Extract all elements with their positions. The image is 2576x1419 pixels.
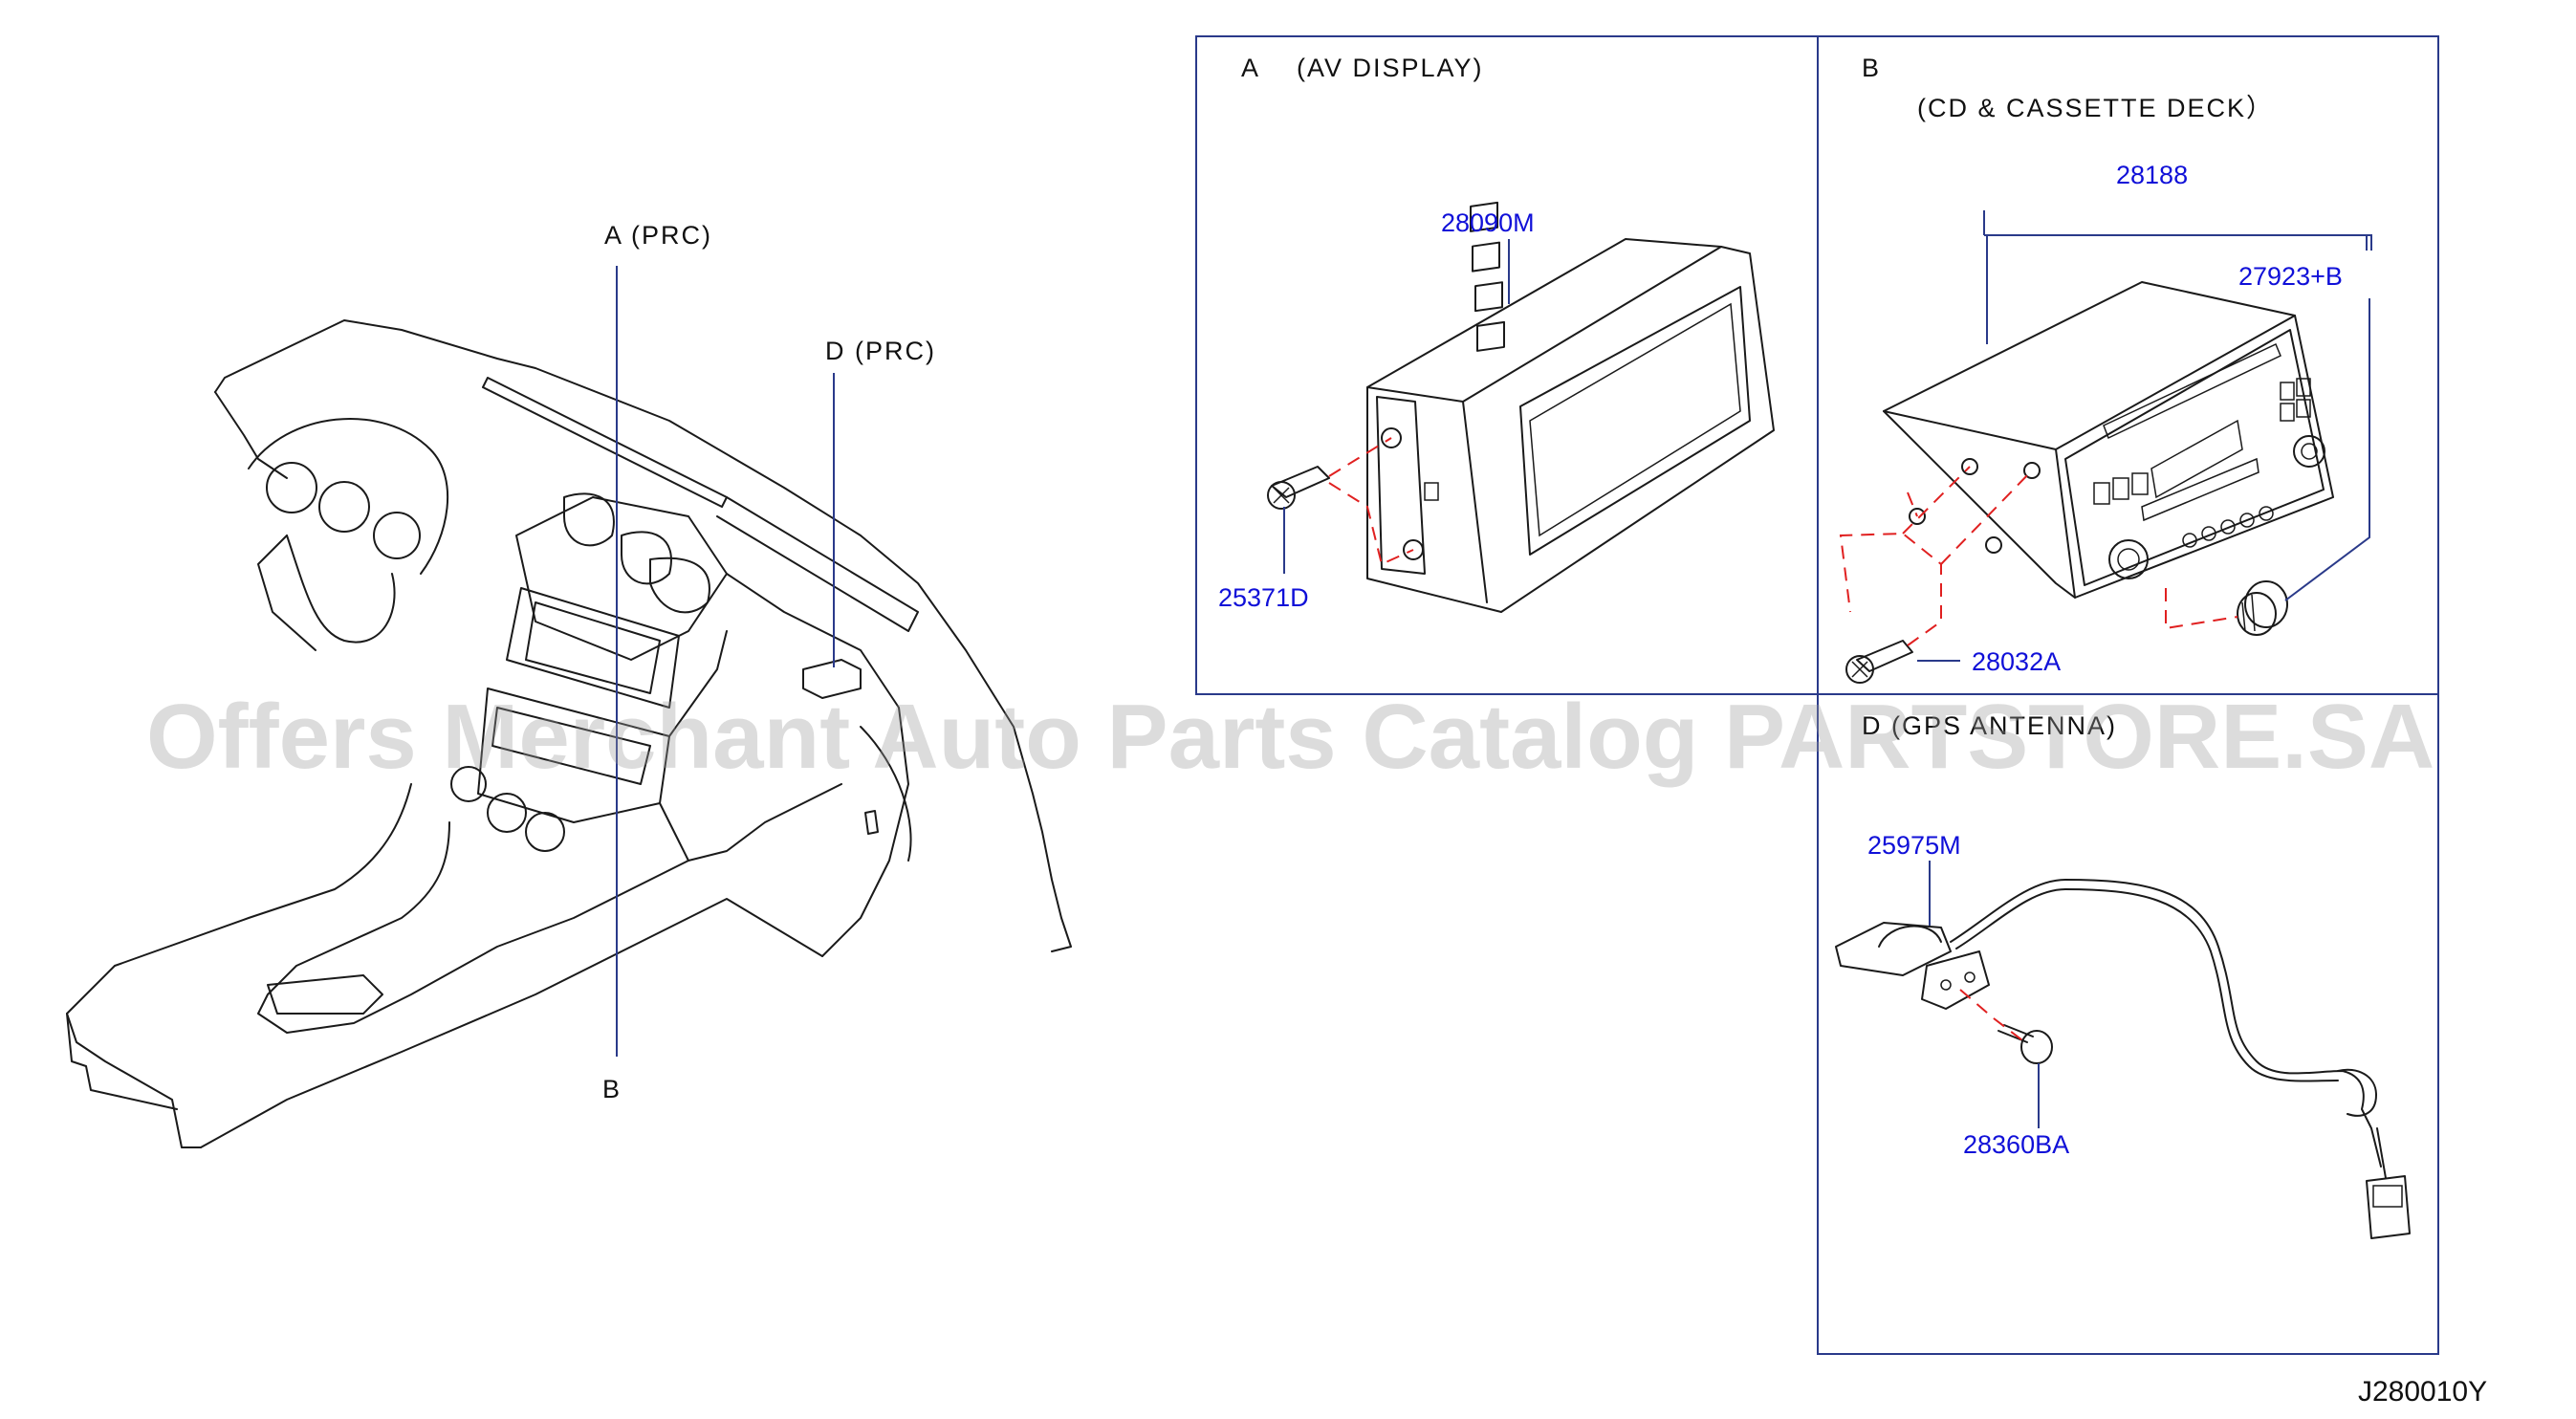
panel-a-dashed-guide (1328, 437, 1414, 566)
callout-d-prc: D (PRC) (825, 337, 936, 365)
part-28188[interactable]: 28188 (2116, 161, 2188, 189)
deck-knob-27923b (2237, 580, 2288, 636)
leader-28188-drop (1986, 235, 2368, 344)
av-screw-25371d (1267, 466, 1330, 510)
panel-a-title: (AV DISPLAY) (1297, 54, 1484, 82)
callout-a-prc: A (PRC) (604, 221, 712, 250)
part-27923b[interactable]: 27923+B (2238, 262, 2343, 291)
leader-27923b (2284, 298, 2370, 601)
cd-cassette-deck-unit (1883, 281, 2334, 599)
part-28360ba[interactable]: 28360BA (1963, 1130, 2069, 1159)
av-display-unit (1366, 201, 1775, 613)
part-25371d[interactable]: 25371D (1218, 583, 1309, 612)
watermark-text: Offers Merchant Auto Parts Catalog PARTS… (146, 686, 2434, 788)
leader-28188-bar (1983, 210, 2372, 251)
panel-d-title: D (GPS ANTENNA) (1862, 711, 2117, 740)
part-28032a[interactable]: 28032A (1972, 647, 2061, 676)
panel-d-frame (1817, 693, 2439, 1355)
panel-b-dashed-guide (1839, 466, 2238, 646)
diagram-id: J280010Y (2358, 1376, 2487, 1408)
panel-d-dashed-guide (1959, 989, 2023, 1041)
gps-antenna-assembly (1835, 879, 2411, 1239)
panel-b-letter: B (1862, 54, 1881, 82)
gps-bolt-28360ba (1997, 1024, 2053, 1064)
panel-a-letter: A (1241, 54, 1260, 82)
panel-b-frame (1817, 35, 2439, 695)
part-25975m[interactable]: 25975M (1867, 831, 1961, 860)
callout-b: B (602, 1075, 622, 1103)
part-28090m[interactable]: 28090M (1441, 208, 1535, 237)
deck-screw-28032a (1845, 640, 1913, 684)
panel-b-title: (CD & CASSETTE DECK） (1917, 94, 2274, 122)
